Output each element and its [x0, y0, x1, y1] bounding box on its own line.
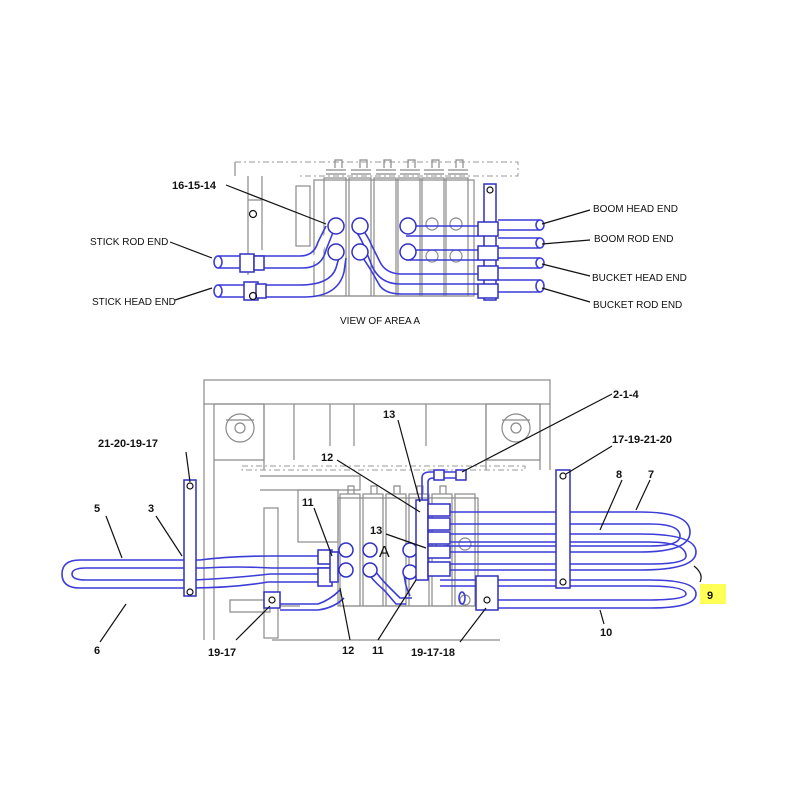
callout-12-bottom: 12 — [342, 645, 354, 657]
view-a-frame-top — [235, 161, 519, 177]
callout-13-top: 13 — [383, 409, 395, 421]
label-bucket-rod-end: BUCKET ROD END — [593, 300, 682, 311]
left-clamp-bar — [183, 479, 197, 597]
area-a-marker: A — [379, 544, 390, 561]
callout-5: 5 — [94, 503, 100, 515]
view-of-area-a: 16-15-14 STICK ROD END STICK HEAD END BO… — [90, 159, 687, 327]
callout-12-top: 12 — [321, 452, 333, 464]
label-boom-head-end: BOOM HEAD END — [593, 204, 678, 215]
machine-frame — [203, 379, 551, 641]
callout-16-15-14: 16-15-14 — [172, 180, 217, 192]
label-boom-rod-end: BOOM ROD END — [594, 234, 673, 245]
leaders-view-a — [169, 184, 591, 303]
callout-9-highlight — [700, 584, 726, 604]
control-valve-stack-view-a — [313, 159, 475, 297]
callout-3: 3 — [148, 503, 154, 515]
callout-17-19-21-20: 17-19-21-20 — [612, 434, 672, 446]
callout-8: 8 — [616, 469, 622, 481]
callout-21-20-19-17: 21-20-19-17 — [98, 438, 158, 450]
callout-19-17: 19-17 — [208, 647, 236, 659]
callout-6: 6 — [94, 645, 100, 657]
right-clamp-bar — [555, 469, 571, 589]
hoses-view-a — [213, 183, 545, 301]
label-bucket-head-end: BUCKET HEAD END — [592, 273, 687, 284]
callout-2-1-4: 2-1-4 — [613, 389, 640, 401]
callout-13-mid: 13 — [370, 525, 382, 537]
label-stick-head-end: STICK HEAD END — [92, 297, 176, 308]
view-a-caption: VIEW OF AREA A — [340, 316, 420, 327]
callout-7: 7 — [648, 469, 654, 481]
callout-11-left: 11 — [302, 497, 314, 509]
label-stick-rod-end: STICK ROD END — [90, 237, 168, 248]
callout-11-bottom: 11 — [372, 645, 384, 657]
callout-19-17-18: 19-17-18 — [411, 647, 455, 659]
leaders-main — [99, 393, 702, 643]
callout-9: 9 — [707, 590, 713, 602]
callout-10: 10 — [600, 627, 612, 639]
main-view: A 2-1-4 13 12 11 13 21 — [61, 379, 726, 659]
hoses-main — [61, 469, 697, 611]
